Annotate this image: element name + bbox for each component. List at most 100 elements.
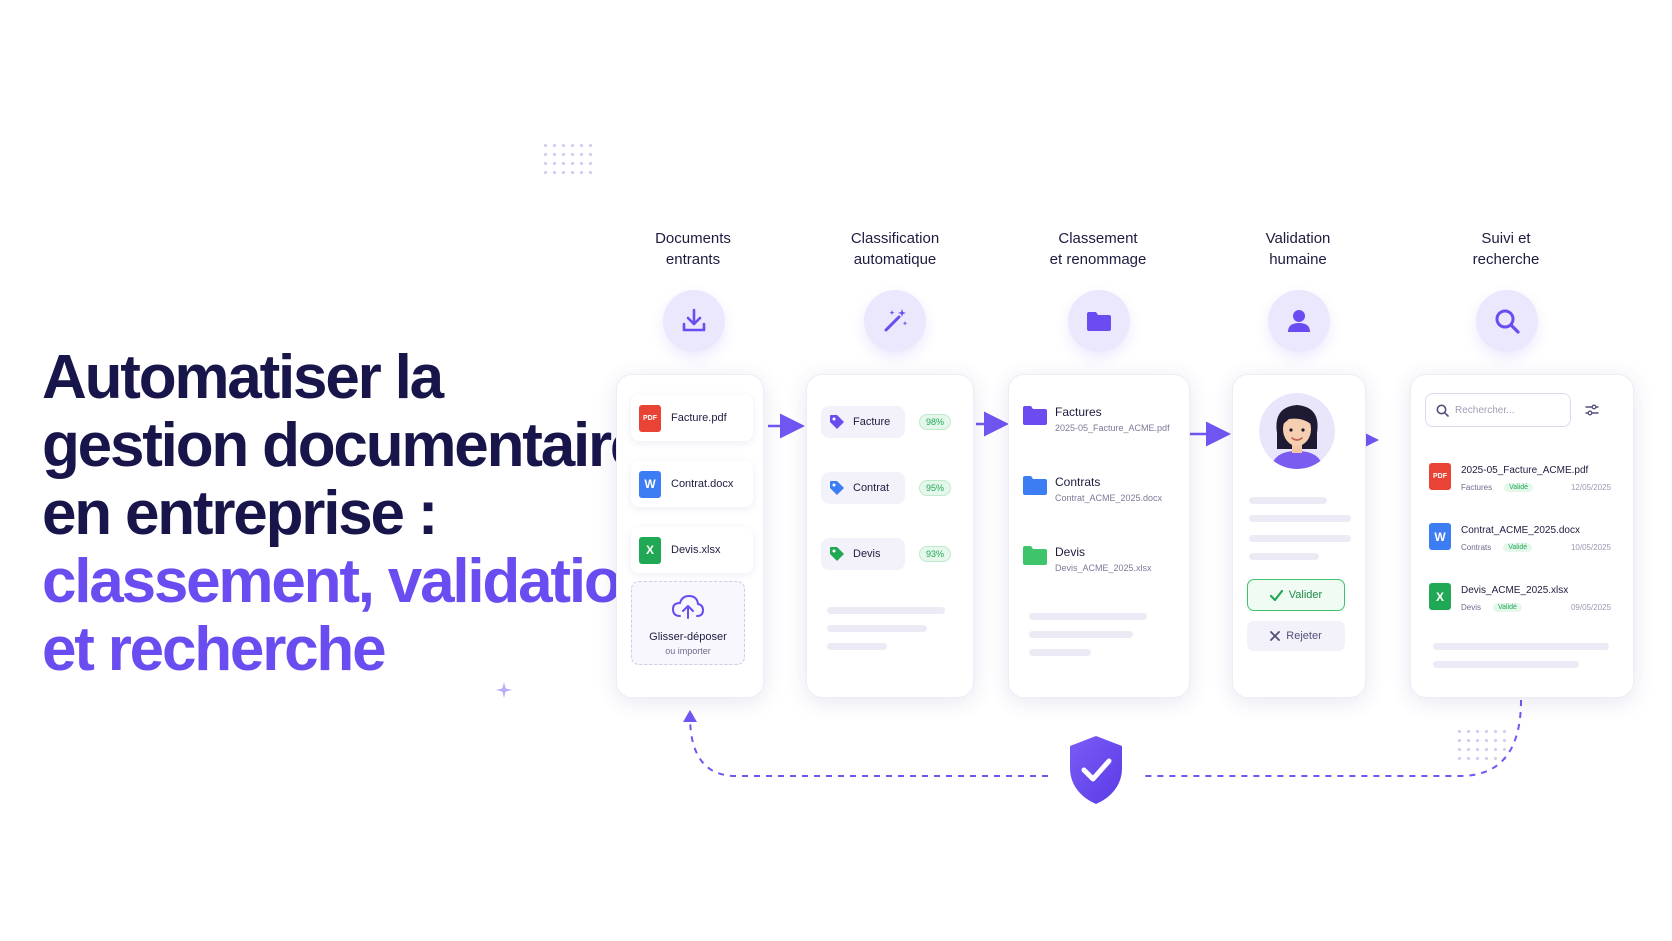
decorative-dot-grid (1458, 730, 1506, 760)
placeholder-line (1433, 661, 1579, 668)
classification-card: Facture 98% Contrat 95% Devis 93% (806, 374, 974, 698)
placeholder-line (827, 625, 927, 632)
folder-factures[interactable]: Factures 2025-05_Facture_ACME.pdf (1023, 405, 1170, 433)
title-line-accent: et recherche (42, 615, 387, 684)
folder-icon (1068, 290, 1130, 352)
approve-label: Valider (1288, 589, 1323, 601)
folder-icon (1023, 546, 1047, 565)
file-item-facture[interactable]: PDF Facture.pdf (631, 395, 753, 441)
pdf-file-icon: PDF (639, 404, 661, 432)
placeholder-line (1433, 643, 1609, 650)
tag-icon (830, 415, 844, 429)
title-line-accent: classement, validation (42, 547, 657, 616)
filter-button[interactable] (1577, 393, 1607, 427)
close-icon (1270, 631, 1281, 641)
placeholder-line (1029, 649, 1091, 656)
feedback-loop (689, 699, 1522, 777)
tag-icon (830, 547, 844, 561)
magic-wand-icon (864, 290, 926, 352)
download-icon (663, 290, 725, 352)
search-icon (1436, 404, 1449, 417)
pdf-file-icon: PDF (1429, 463, 1451, 490)
filing-card: Factures 2025-05_Facture_ACME.pdf Contra… (1008, 374, 1190, 698)
placeholder-line (827, 643, 887, 650)
renamed-file: Contrat_ACME_2025.docx (1055, 493, 1163, 503)
result-date: 09/05/2025 (1570, 603, 1611, 612)
reviewer-avatar (1259, 393, 1335, 469)
title-line: en entreprise : (42, 479, 438, 548)
placeholder-line (827, 607, 945, 614)
user-icon (1268, 290, 1330, 352)
status-badge: Validé (1503, 543, 1533, 552)
document-type-label: Devis (853, 548, 881, 560)
result-file-name: Contrat_ACME_2025.docx (1461, 525, 1580, 536)
result-file-name: 2025-05_Facture_ACME.pdf (1461, 465, 1589, 476)
approve-button[interactable]: Valider (1247, 579, 1345, 611)
file-name: Devis.xlsx (671, 544, 721, 556)
title-line: gestion documentaire (42, 411, 644, 480)
result-file-name: Devis_ACME_2025.xlsx (1461, 585, 1569, 596)
folder-name: Devis (1055, 545, 1086, 559)
search-input[interactable] (1455, 404, 1555, 416)
reject-button[interactable]: Rejeter (1247, 621, 1345, 651)
folder-name: Factures (1055, 405, 1102, 419)
classification-row-devis: Devis 93% (821, 537, 951, 571)
renamed-file: 2025-05_Facture_ACME.pdf (1055, 423, 1170, 433)
dropzone-subtitle: ou importer (665, 646, 711, 656)
dropzone-title: Glisser-déposer (649, 631, 727, 643)
placeholder-line (1249, 515, 1351, 522)
status-badge: Validé (1504, 483, 1534, 492)
placeholder-line (1249, 497, 1327, 504)
placeholder-line (1029, 613, 1147, 620)
reject-label: Rejeter (1286, 630, 1322, 642)
file-name: Facture.pdf (671, 412, 727, 424)
result-category: Devis (1461, 603, 1482, 612)
page-title: Automatiser la gestion documentaire en e… (42, 343, 657, 684)
result-date: 10/05/2025 (1570, 543, 1611, 552)
document-type-label: Contrat (853, 482, 890, 494)
confidence-badge: 93% (918, 546, 951, 562)
validation-card: Valider Rejeter (1232, 374, 1366, 698)
placeholder-line (1029, 631, 1133, 638)
tag-icon (830, 481, 844, 495)
folder-name: Contrats (1055, 475, 1101, 489)
folder-icon (1023, 476, 1047, 495)
document-type-label: Facture (853, 416, 891, 428)
classification-row-contrat: Contrat 95% (821, 471, 951, 505)
folder-contrats[interactable]: Contrats Contrat_ACME_2025.docx (1023, 475, 1162, 503)
word-file-icon: W (639, 470, 661, 498)
renamed-file: Devis_ACME_2025.xlsx (1055, 563, 1152, 573)
result-category: Factures (1461, 483, 1493, 492)
status-badge: Validé (1493, 603, 1522, 612)
confidence-badge: 95% (918, 480, 951, 496)
folder-devis[interactable]: Devis Devis_ACME_2025.xlsx (1023, 545, 1152, 573)
decorative-dot-grid (544, 144, 592, 174)
file-item-contrat[interactable]: W Contrat.docx (631, 461, 753, 507)
excel-file-icon: X (639, 536, 661, 564)
result-category: Contrats (1461, 543, 1492, 552)
word-file-icon: W (1429, 523, 1451, 550)
placeholder-line (1249, 535, 1351, 542)
incoming-documents-card: PDF Facture.pdf W Contrat.docx X Devis.x… (616, 374, 764, 698)
classification-row-facture: Facture 98% (821, 405, 951, 439)
confidence-badge: 98% (918, 414, 951, 430)
placeholder-line (1249, 553, 1319, 560)
folder-icon (1023, 406, 1047, 425)
search-icon (1476, 290, 1538, 352)
search-card: PDF 2025-05_Facture_ACME.pdf Factures Va… (1410, 374, 1634, 698)
search-field[interactable] (1425, 393, 1571, 427)
sliders-icon (1585, 404, 1599, 416)
shield-check-icon (1070, 736, 1122, 804)
title-line: Automatiser la (42, 343, 444, 412)
check-icon (1269, 589, 1283, 601)
result-date: 12/05/2025 (1570, 483, 1611, 492)
file-item-devis[interactable]: X Devis.xlsx (631, 527, 753, 573)
feedback-loop-arrowhead (683, 710, 697, 722)
file-name: Contrat.docx (671, 478, 734, 490)
upload-dropzone[interactable]: Glisser-déposer ou importer (631, 581, 745, 665)
